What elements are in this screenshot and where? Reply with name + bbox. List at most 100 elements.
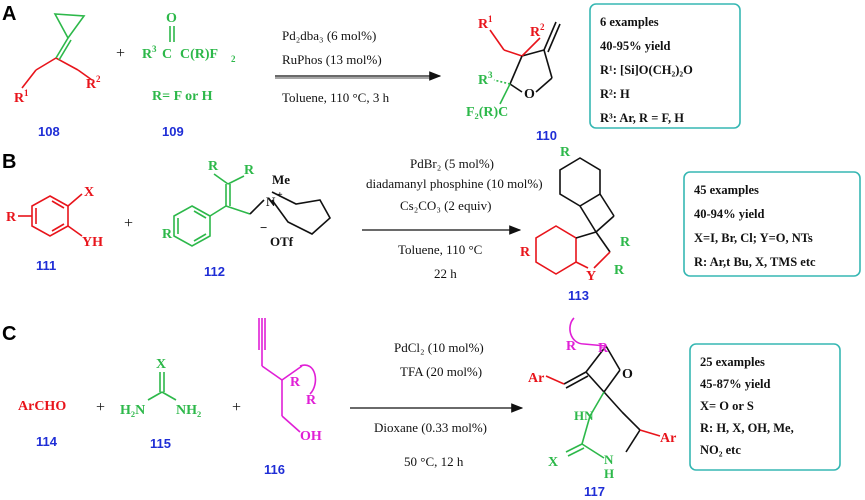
label-116: 116 bbox=[264, 462, 285, 477]
cyclopropylidene bbox=[53, 13, 86, 61]
r3-label: R bbox=[142, 47, 153, 62]
c116-r1: R bbox=[290, 375, 301, 390]
box-line: 45-87% yield bbox=[700, 377, 771, 391]
compound-108 bbox=[21, 57, 93, 89]
cond-c-2: TFA (20 mol%) bbox=[400, 364, 482, 379]
p117-ar2: Ar bbox=[660, 431, 676, 446]
p-r3: R bbox=[478, 73, 489, 88]
compound-113 bbox=[535, 157, 615, 275]
label-109: 109 bbox=[162, 124, 184, 139]
p-ring-o: O bbox=[524, 87, 535, 102]
b-r: R bbox=[6, 210, 17, 225]
box-c bbox=[689, 343, 841, 471]
p-r1: R bbox=[478, 17, 489, 32]
p117-o: O bbox=[622, 367, 633, 382]
plus-c1: + bbox=[96, 399, 105, 416]
p117-h: H bbox=[604, 466, 614, 481]
cr-group: C(R)F bbox=[180, 47, 218, 62]
cond-c-3: Dioxane (0.33 mol%) bbox=[374, 420, 487, 435]
r2-sup: 2 bbox=[96, 74, 101, 84]
cond-c-4: 50 °C, 12 h bbox=[404, 454, 464, 469]
panel-a-label: A bbox=[2, 3, 16, 25]
compound-116 bbox=[258, 318, 317, 433]
p-r3-sup: 3 bbox=[488, 70, 493, 80]
cr-sub: 2 bbox=[231, 54, 236, 64]
p117-n: N bbox=[604, 452, 614, 467]
cond-a-1: Pd₂dba₃ (6 mol%) bbox=[282, 28, 376, 43]
b-otf: OTf bbox=[270, 234, 294, 249]
cond-c-1: PdCl₂ (10 mol%) bbox=[394, 340, 484, 355]
piperidinium-ring bbox=[271, 191, 332, 235]
box-line: 40-95% yield bbox=[600, 39, 671, 53]
r3-sup: 3 bbox=[152, 44, 157, 54]
label-117: 117 bbox=[584, 484, 605, 499]
r1-sup: 1 bbox=[24, 88, 29, 98]
b-nplus: + bbox=[277, 190, 283, 201]
cond-b-4: Toluene, 110 °C bbox=[398, 242, 482, 257]
b-r-top1: R bbox=[208, 159, 219, 174]
r2-label: R bbox=[86, 77, 97, 92]
r-definition: R= F or H bbox=[152, 89, 213, 104]
box-line: R: H, X, OH, Me, bbox=[700, 421, 794, 435]
b-x: X bbox=[84, 185, 94, 200]
cond-b-2: diadamanyl phosphine (10 mol%) bbox=[366, 176, 543, 191]
c-h2n: H₂N bbox=[120, 403, 145, 418]
label-112: 112 bbox=[204, 264, 225, 279]
archo: ArCHO bbox=[18, 399, 66, 414]
carbonyl-o: O bbox=[166, 11, 177, 26]
panel-b-label: B bbox=[2, 151, 16, 173]
p117-r2: R bbox=[598, 341, 609, 356]
box-line: 45 examples bbox=[694, 183, 759, 197]
cond-b-5: 22 h bbox=[434, 266, 457, 281]
box-line: NO₂ etc bbox=[700, 443, 741, 457]
p113-r-top: R bbox=[560, 145, 571, 160]
b-r-ring: R bbox=[162, 227, 173, 242]
box-line: 40-94% yield bbox=[694, 207, 765, 221]
cond-b-3: Cs₂CO₃ (2 equiv) bbox=[400, 198, 491, 213]
box-line: X= O or S bbox=[700, 399, 754, 413]
plus-a: + bbox=[116, 45, 125, 62]
box-line: R³: Ar, R = F, H bbox=[600, 111, 684, 125]
p-f2rc: F₂(R)C bbox=[466, 105, 508, 120]
b-minus: − bbox=[260, 220, 267, 235]
r1-label: R bbox=[14, 91, 25, 106]
p117-ar1: Ar bbox=[528, 371, 544, 386]
p-r2-sup: 2 bbox=[540, 22, 545, 32]
c116-oh: OH bbox=[300, 429, 322, 444]
compound-109 bbox=[169, 26, 175, 42]
compound-117 bbox=[545, 317, 661, 459]
c-atom: C bbox=[162, 47, 172, 62]
c116-r2: R bbox=[306, 393, 317, 408]
box-a bbox=[589, 3, 741, 129]
box-line: R²: H bbox=[600, 87, 630, 101]
label-115: 115 bbox=[150, 436, 171, 451]
compound-115 bbox=[147, 372, 177, 401]
c-x: X bbox=[156, 357, 166, 372]
box-line: X=I, Br, Cl; Y=O, NTs bbox=[694, 231, 813, 245]
plus-c2: + bbox=[232, 399, 241, 416]
cond-a-2: RuPhos (13 mol%) bbox=[282, 52, 382, 67]
b-r-top2: R bbox=[244, 163, 255, 178]
p113-r-ring: R bbox=[520, 245, 531, 260]
b-yh: YH bbox=[82, 235, 103, 250]
cond-b-1: PdBr₂ (5 mol%) bbox=[410, 156, 494, 171]
label-108: 108 bbox=[38, 124, 60, 139]
box-line: 6 examples bbox=[600, 15, 659, 29]
p113-r1: R bbox=[620, 235, 631, 250]
p-r1-sup: 1 bbox=[488, 14, 493, 24]
p117-r1: R bbox=[566, 339, 577, 354]
label-113: 113 bbox=[568, 288, 589, 303]
p117-hn: HN bbox=[574, 408, 594, 423]
cond-a-3: Toluene, 110 °C, 3 h bbox=[282, 90, 390, 105]
label-110: 110 bbox=[536, 128, 557, 143]
panel-c-label: C bbox=[2, 323, 16, 345]
p117-x: X bbox=[548, 455, 558, 470]
compound-112 bbox=[173, 173, 265, 247]
box-line: R: Ar,t Bu, X, TMS etc bbox=[694, 255, 816, 269]
box-b bbox=[683, 171, 861, 277]
b-me: Me bbox=[272, 172, 290, 187]
plus-b: + bbox=[124, 215, 133, 232]
